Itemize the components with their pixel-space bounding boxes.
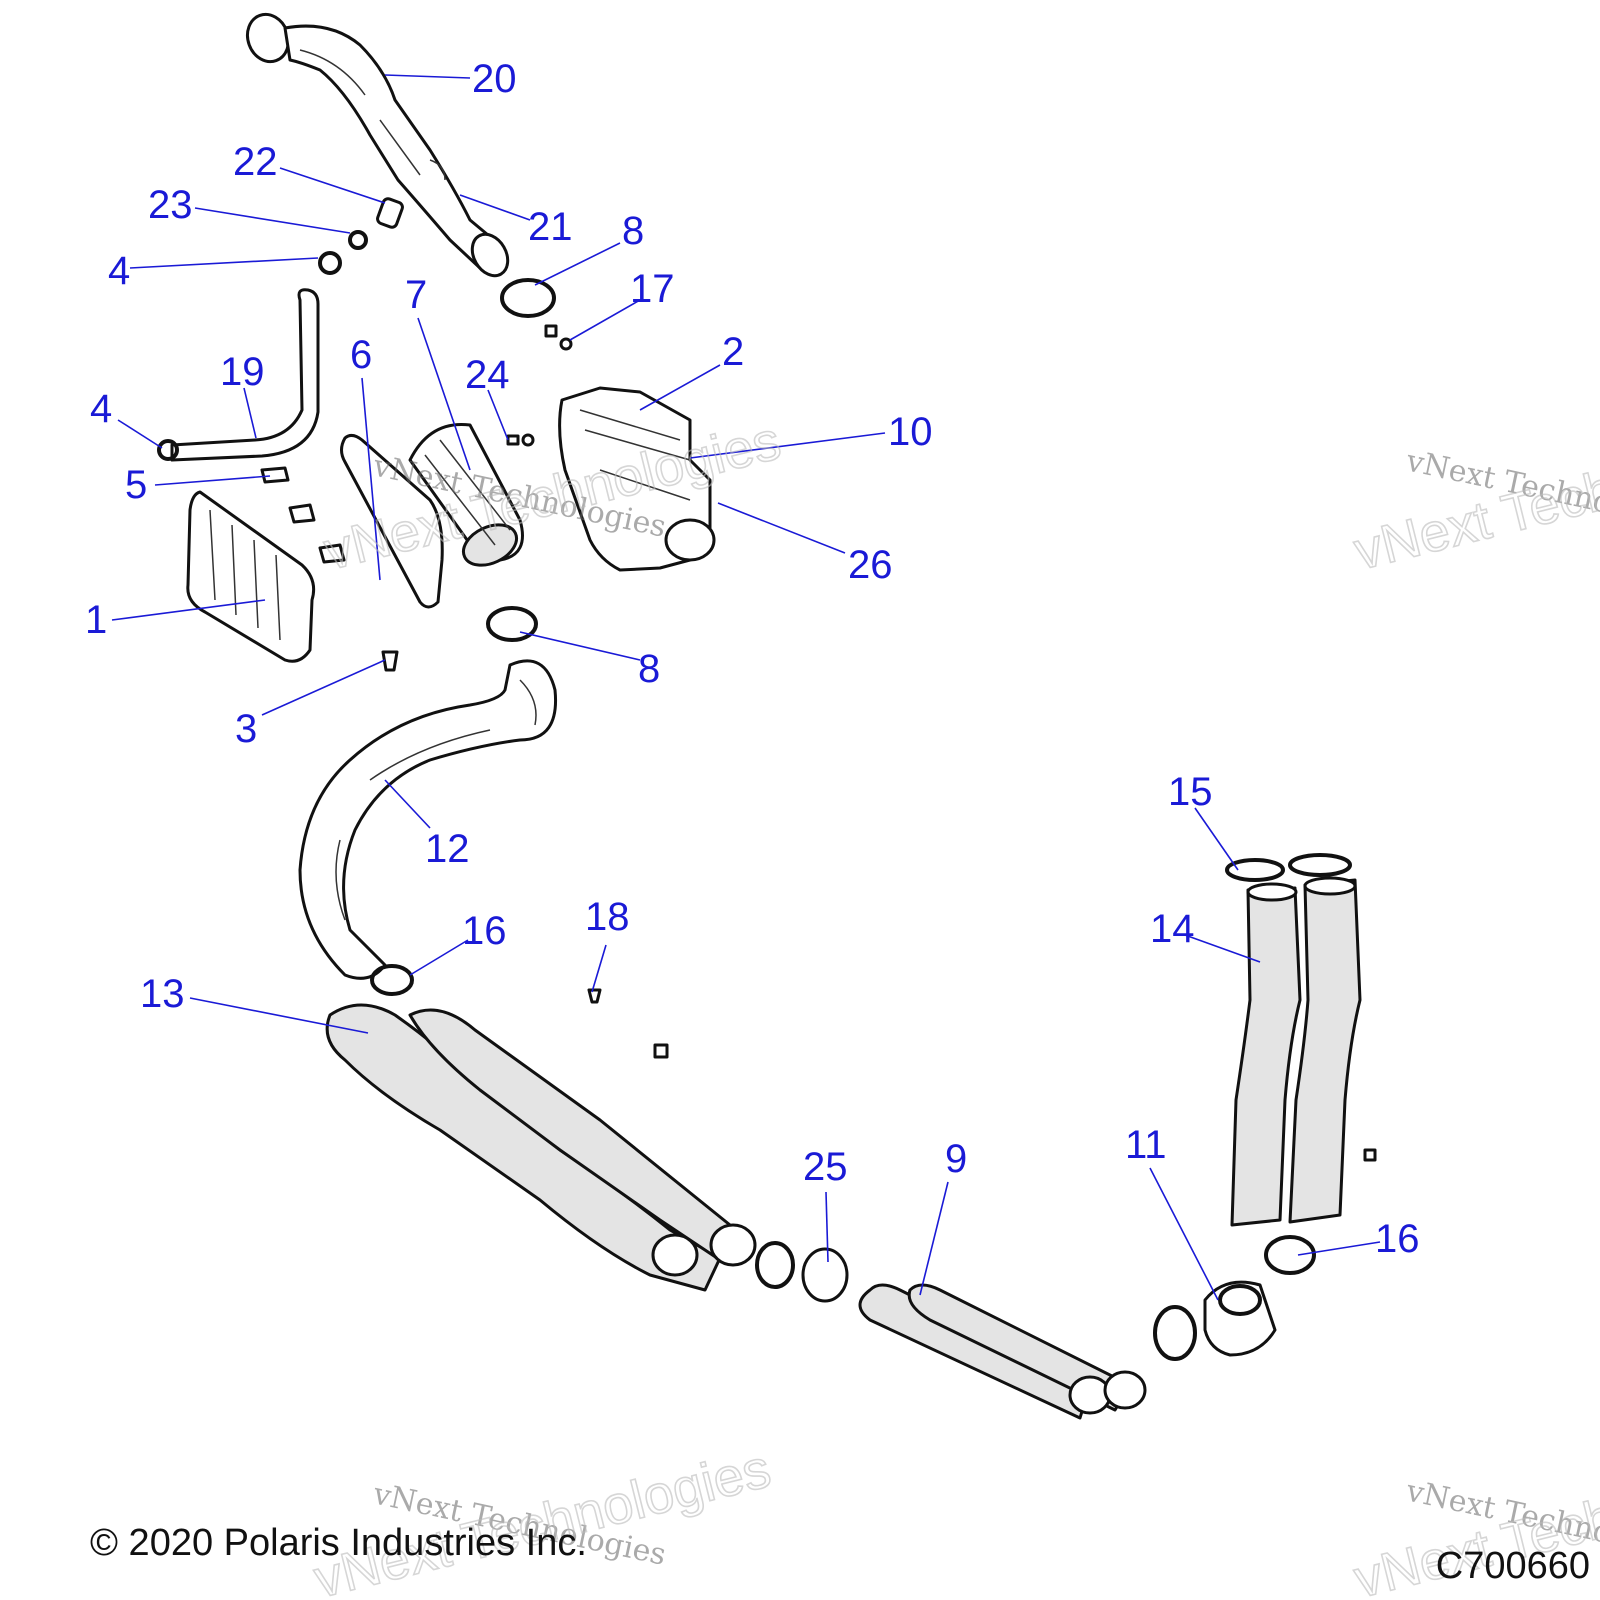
elbow-11 (1153, 1280, 1277, 1361)
clamp-16-right (1264, 1235, 1316, 1275)
callout-label: 16 (462, 909, 507, 953)
callout-label: 11 (1125, 1123, 1167, 1167)
pipe-9 (858, 1283, 1147, 1420)
clamp-23 (348, 230, 368, 250)
callout-label: 7 (405, 273, 427, 317)
plug-3 (381, 650, 399, 672)
clamp-4-lower (157, 439, 179, 461)
gasket-6 (340, 433, 444, 609)
callout-label: 6 (350, 333, 372, 377)
callout-labels: 20 22 21 23 8 4 17 7 2 19 6 24 4 10 5 26… (85, 57, 1420, 1261)
airbox-2-10-26 (558, 386, 716, 572)
callout-label: 25 (803, 1145, 848, 1189)
clamp-16-left (370, 964, 414, 996)
watermark-large: vNext Technologies (1348, 410, 1600, 581)
callout-label: 24 (465, 353, 510, 397)
callout-label: 8 (638, 647, 660, 691)
figure-code: C700660 (1436, 1545, 1590, 1587)
callout-label: 4 (90, 387, 112, 431)
airbox-cover-1 (186, 490, 316, 663)
watermark-large: vNext Technologies (308, 1438, 776, 1600)
copyright-text: © 2020 Polaris Industries Inc. (90, 1522, 587, 1564)
bolt-17 (544, 324, 573, 351)
parts (157, 12, 1377, 1420)
bolt-18 (587, 988, 602, 1004)
intake-tube-12 (298, 659, 558, 980)
callout-label: 1 (85, 598, 107, 642)
callout-label: 15 (1168, 770, 1213, 814)
clamp-8-middle (486, 606, 538, 642)
fitting-22 (376, 197, 404, 229)
main-duct-13 (325, 1003, 757, 1292)
callout-label: 14 (1150, 907, 1195, 951)
callout-label: 4 (108, 249, 130, 293)
callout-label: 17 (630, 267, 675, 311)
callout-label: 22 (233, 140, 278, 184)
vertical-ducts-14 (1225, 853, 1377, 1227)
leader-lines (111, 74, 1381, 1301)
callout-label: 8 (622, 209, 644, 253)
watermark-large: vNext Technologies (318, 410, 786, 581)
callout-label: 12 (425, 827, 470, 871)
callout-label: 26 (848, 543, 893, 587)
callout-label: 16 (1375, 1217, 1420, 1261)
bolt-24 (506, 433, 535, 447)
callout-label: 2 (722, 330, 744, 374)
callout-label: 21 (528, 205, 573, 249)
upper-intake-duct (245, 12, 510, 278)
watermarks: vNext Technologies vNext Technologies vN… (308, 410, 1600, 1600)
clamp-8-upper (500, 278, 556, 318)
callout-label: 3 (235, 707, 257, 751)
clamp-4-upper (318, 251, 342, 275)
callout-label: 20 (472, 57, 517, 101)
coupler-25 (755, 1241, 849, 1303)
callout-label: 5 (125, 463, 147, 507)
callout-label: 13 (140, 972, 185, 1016)
callout-label: 10 (888, 410, 933, 454)
callout-label: 9 (945, 1137, 967, 1181)
air-filter-7 (408, 422, 524, 567)
callout-label: 18 (585, 895, 630, 939)
callout-label: 23 (148, 183, 193, 227)
hose-19 (170, 288, 320, 462)
clips-5 (260, 466, 346, 564)
callout-label: 19 (220, 350, 265, 394)
